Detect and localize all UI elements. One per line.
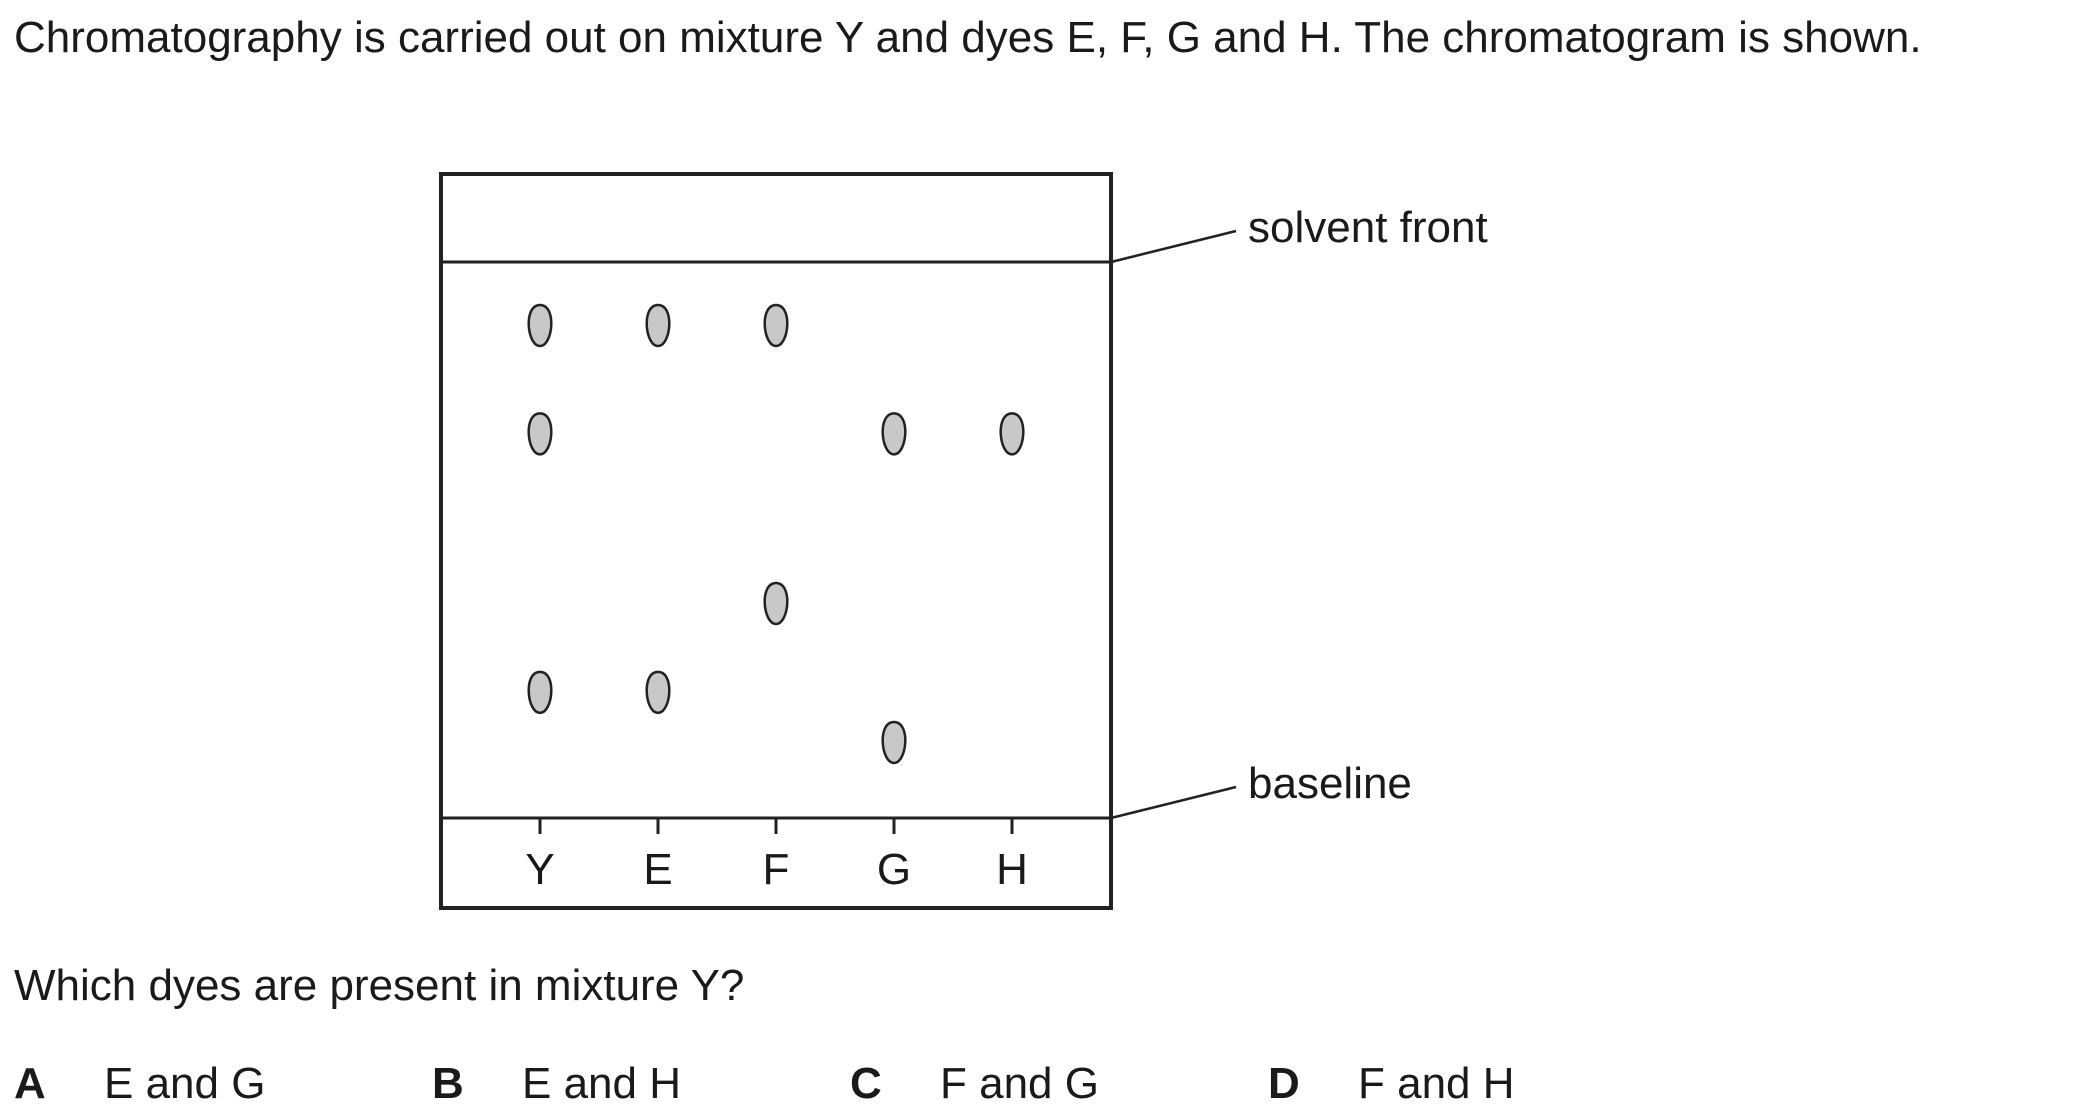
spot-f-1 (763, 303, 789, 348)
spot-f-2 (763, 581, 789, 626)
spot-y-3 (527, 670, 553, 715)
baseline-leader-line (1110, 785, 1237, 820)
option-c-text: F and G (940, 1059, 1099, 1108)
answer-options: A E and G B E and H C F and G D F and H (14, 1056, 2074, 1112)
option-b-text: E and H (522, 1059, 681, 1108)
spot-h-1 (999, 412, 1025, 456)
chromatogram-diagram: solvent front baseline Y E F G H (439, 172, 1488, 910)
option-a[interactable]: A E and G (14, 1056, 265, 1112)
question-intro: Chromatography is carried out on mixture… (14, 13, 1922, 62)
spot-g-1 (881, 412, 907, 456)
option-b-letter: B (432, 1059, 464, 1108)
lane-label-y: Y (525, 845, 554, 894)
lane-label-g: G (877, 845, 911, 894)
option-b[interactable]: B E and H (432, 1056, 681, 1112)
question-prompt: Which dyes are present in mixture Y? (14, 961, 745, 1010)
lane-label-h: H (996, 845, 1028, 894)
lane-label-f: F (763, 845, 790, 894)
chromatography-paper (439, 172, 1113, 910)
spot-y-2 (527, 412, 553, 456)
spot-g-2 (881, 720, 907, 765)
option-a-letter: A (14, 1059, 46, 1108)
lane-label-e: E (643, 845, 672, 894)
option-d[interactable]: D F and H (1268, 1056, 1515, 1112)
option-c-letter: C (850, 1059, 882, 1108)
option-d-text: F and H (1358, 1059, 1515, 1108)
spot-y-1 (527, 303, 553, 348)
option-a-text: E and G (104, 1059, 266, 1108)
solvent-front-label: solvent front (1248, 203, 1488, 252)
spot-e-2 (645, 670, 671, 715)
solvent-front-leader-line (1110, 229, 1237, 264)
option-c[interactable]: C F and G (850, 1056, 1099, 1112)
spot-e-1 (645, 303, 671, 348)
baseline-label: baseline (1248, 759, 1412, 808)
option-d-letter: D (1268, 1059, 1300, 1108)
